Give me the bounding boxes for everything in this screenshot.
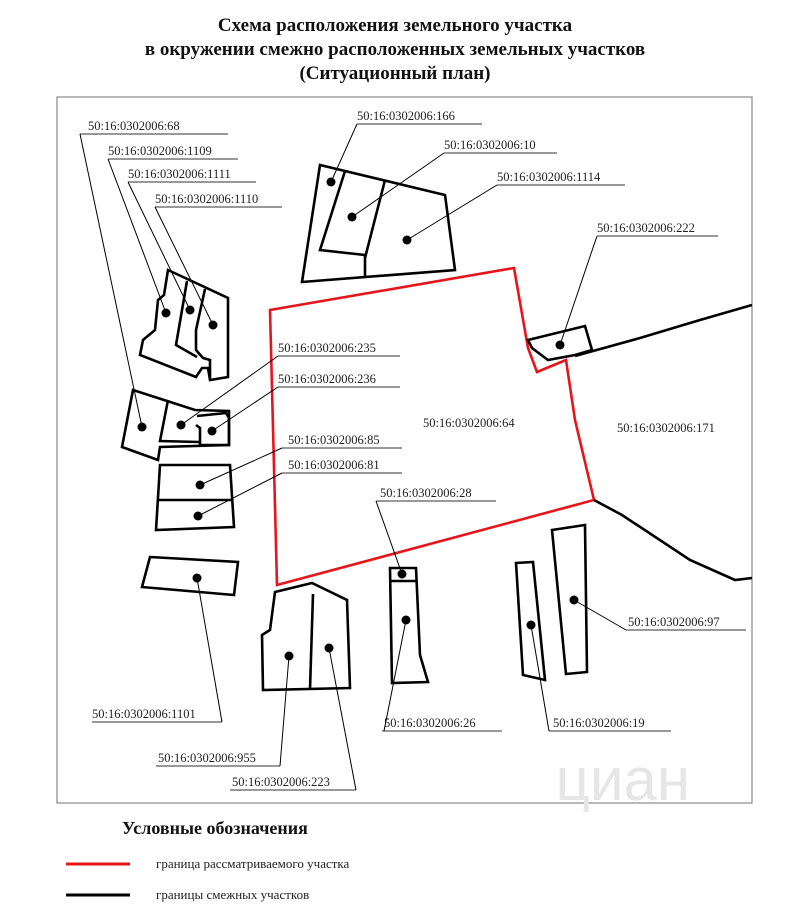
- parcel-group-28-26: [388, 566, 430, 685]
- label-68: 50:16:0302006:68: [79, 119, 228, 428]
- legend-item-adjacent: границы смежных участков: [156, 887, 309, 902]
- label-222: 50:16:0302006:222: [559, 221, 718, 346]
- svg-text:50:16:0302006:236: 50:16:0302006:236: [278, 372, 376, 386]
- map-frame: [56, 96, 753, 804]
- label-28: 50:16:0302006:28: [375, 486, 496, 575]
- svg-text:50:16:0302006:68: 50:16:0302006:68: [88, 119, 180, 133]
- label-235: 50:16:0302006:235: [180, 341, 400, 426]
- label-81: 50:16:0302006:81: [197, 458, 402, 517]
- svg-text:50:16:0302006:28: 50:16:0302006:28: [380, 486, 472, 500]
- label-1101: 50:16:0302006:1101: [92, 577, 223, 723]
- svg-text:50:16:0302006:97: 50:16:0302006:97: [628, 615, 720, 629]
- svg-text:50:16:0302006:955: 50:16:0302006:955: [158, 751, 256, 765]
- label-19: 50:16:0302006:19: [530, 624, 671, 732]
- label-955: 50:16:0302006:955: [156, 655, 290, 767]
- label-223: 50:16:0302006:223: [230, 647, 357, 791]
- label-236: 50:16:0302006:236: [211, 372, 400, 432]
- parcel-171-boundary-top: [574, 303, 753, 358]
- label-97: 50:16:0302006:97: [573, 599, 746, 631]
- legend-item-main: граница рассматриваемого участка: [156, 856, 350, 871]
- svg-text:50:16:0302006:223: 50:16:0302006:223: [232, 775, 330, 789]
- svg-text:50:16:0302006:235: 50:16:0302006:235: [278, 341, 376, 355]
- svg-text:50:16:0302006:171: 50:16:0302006:171: [617, 421, 715, 435]
- label-166: 50:16:0302006:166: [330, 109, 482, 183]
- parcel-1101: [140, 555, 240, 597]
- parcel-group-68-235-236: [120, 388, 231, 462]
- label-26: 50:16:0302006:26: [382, 619, 502, 732]
- label-1111: 50:16:0302006:1111: [127, 167, 256, 311]
- parcel-171-boundary-bottom: [593, 498, 753, 582]
- svg-text:50:16:0302006:1101: 50:16:0302006:1101: [92, 707, 196, 721]
- svg-text:50:16:0302006:1110: 50:16:0302006:1110: [155, 192, 258, 206]
- svg-text:50:16:0302006:26: 50:16:0302006:26: [384, 716, 476, 730]
- svg-text:50:16:0302006:222: 50:16:0302006:222: [597, 221, 695, 235]
- label-85: 50:16:0302006:85: [199, 433, 402, 486]
- svg-text:50:16:0302006:1109: 50:16:0302006:1109: [108, 144, 212, 158]
- parcel-group-top: [300, 163, 457, 284]
- svg-text:50:16:0302006:81: 50:16:0302006:81: [288, 458, 380, 472]
- svg-text:50:16:0302006:10: 50:16:0302006:10: [444, 138, 536, 152]
- parcel-97: [550, 523, 589, 676]
- title-line-3: (Ситуационный план): [299, 63, 490, 84]
- svg-text:50:16:0302006:85: 50:16:0302006:85: [288, 433, 380, 447]
- title-line-2: в окружении смежно расположенных земельн…: [145, 39, 645, 60]
- watermark: циан: [556, 746, 690, 813]
- svg-text:50:16:0302006:166: 50:16:0302006:166: [357, 109, 455, 123]
- svg-text:50:16:0302006:19: 50:16:0302006:19: [553, 716, 645, 730]
- title-line-1: Схема расположения земельного участка: [218, 15, 573, 36]
- label-1109: 50:16:0302006:1109: [107, 144, 238, 314]
- svg-text:50:16:0302006:1114: 50:16:0302006:1114: [497, 170, 601, 184]
- label-171: 50:16:0302006:171: [617, 421, 715, 435]
- label-10: 50:16:0302006:10: [351, 138, 557, 218]
- svg-text:50:16:0302006:1111: 50:16:0302006:1111: [128, 167, 231, 181]
- main-parcel-boundary: [268, 266, 596, 587]
- parcel-19: [514, 560, 547, 682]
- label-1114: 50:16:0302006:1114: [406, 170, 625, 241]
- parcel-group-1109-1111-1110: [138, 268, 230, 382]
- label-main-parcel: 50:16:0302006:64: [423, 416, 515, 430]
- label-1110: 50:16:0302006:1110: [154, 192, 282, 326]
- parcel-group-955-223: [260, 581, 352, 692]
- legend-heading: Условные обозначения: [122, 818, 308, 838]
